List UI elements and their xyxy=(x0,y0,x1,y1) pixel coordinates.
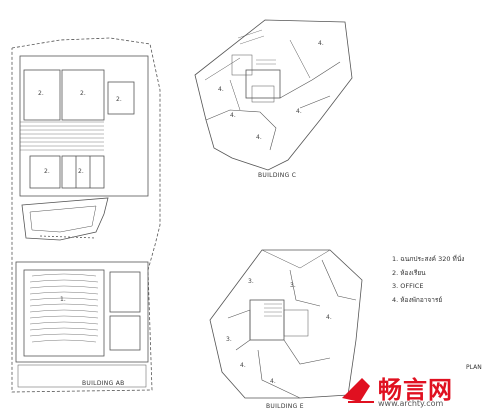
room-number: 2. xyxy=(78,168,84,175)
watermark-text: 畅言网 xyxy=(378,376,453,404)
room-number: 4. xyxy=(230,112,236,119)
room-number: 4. xyxy=(318,40,324,47)
building-e-plan xyxy=(209,249,363,399)
room-number: 3. xyxy=(290,282,296,289)
building-ab-label: BUILDING AB xyxy=(82,380,125,387)
building-e-label: BUILDING E xyxy=(266,403,304,410)
plan-label: PLAN xyxy=(466,364,482,371)
room-number: 4. xyxy=(240,362,246,369)
room-number: 3. xyxy=(248,278,254,285)
room-number: 4. xyxy=(326,314,332,321)
legend-item: 3. OFFICE xyxy=(392,282,424,290)
room-number: 2. xyxy=(44,168,50,175)
room-legend: 1. ฉนภประสงค์ 320 ที่นั่ง 2. ห้องเรียน 3… xyxy=(392,253,464,307)
room-number: 2. xyxy=(80,90,86,97)
building-c-label: BUILDING C xyxy=(258,172,297,179)
watermark-url: www.archty.com xyxy=(378,399,444,408)
room-number: 2. xyxy=(38,90,44,97)
room-number: 4. xyxy=(256,134,262,141)
room-number: 3. xyxy=(226,336,232,343)
building-c-plan xyxy=(194,19,353,171)
room-number: 2. xyxy=(116,96,122,103)
legend-item: 2. ห้องเรียน xyxy=(392,268,426,277)
room-number: 1. xyxy=(60,296,66,303)
legend-item: 4. ห้องพักอาจารย์ xyxy=(392,295,443,304)
watermark-logo xyxy=(342,378,374,403)
room-number: 4. xyxy=(270,378,276,385)
building-ab-plan xyxy=(11,37,161,393)
room-number: 4. xyxy=(296,108,302,115)
legend-item: 1. ฉนภประสงค์ 320 ที่นั่ง xyxy=(392,255,465,263)
room-number: 4. xyxy=(218,86,224,93)
